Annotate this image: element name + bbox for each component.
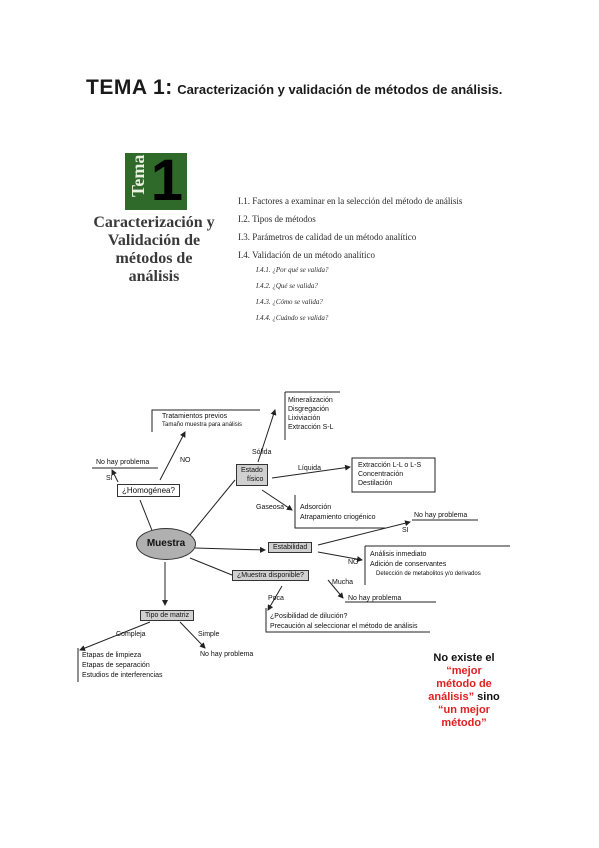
liquid-list-frame xyxy=(351,457,436,493)
gas-item: Atrapamiento criogénico xyxy=(300,514,376,521)
muestra-node: Muestra xyxy=(136,528,196,560)
estado-fisico-box: Estado físico xyxy=(236,464,269,486)
muestra-to-disponible xyxy=(189,557,233,576)
callout-note: No existe el “mejor método de análisis” … xyxy=(418,652,510,730)
muestra-to-estabilidad xyxy=(194,546,266,553)
estado-fisico-line: Estado xyxy=(241,467,263,474)
sample-flow-diagram: Tratamientos previos Tamaño muestra para… xyxy=(0,370,599,750)
toc-item: I.3. Parámetros de calidad de un método … xyxy=(238,232,417,242)
poca-list-bracket xyxy=(265,608,430,633)
poca-item: Precaución al seleccionar el método de a… xyxy=(270,623,418,630)
note-line: método de xyxy=(436,678,492,690)
page-title: TEMA 1: Caracterización y validación de … xyxy=(86,76,502,100)
compleja-label: Compleja xyxy=(116,631,146,638)
toc-subitem: I.4.4. ¿Cuándo se valida? xyxy=(256,314,329,322)
tratamientos-line: Tratamientos previos xyxy=(162,413,228,420)
compleja-item: Etapas de limpieza xyxy=(82,652,142,659)
homogenea-no-arrow xyxy=(159,431,186,481)
homogenea-si-arrow xyxy=(111,469,119,483)
liquid-item: Destilación xyxy=(358,480,393,487)
gas-item: Adsorción xyxy=(300,504,332,511)
no-hay-problema-label: No hay problema xyxy=(348,595,402,602)
compleja-item: Estudios de interferencias xyxy=(82,672,163,679)
title-prefix: TEMA 1: xyxy=(86,76,173,99)
toc-item: I.2. Tipos de métodos xyxy=(238,214,316,224)
estab-no-item: Detección de metabolitos y/o derivados xyxy=(376,571,481,577)
homogenea-box: ¿Homogénea? xyxy=(117,484,180,497)
chapter-heading: Caracterización y Validación de métodos … xyxy=(82,214,226,286)
tratamientos-bracket xyxy=(151,409,260,432)
compleja-item: Etapas de separación xyxy=(82,662,150,669)
note-line: No existe el xyxy=(433,652,495,664)
gaseosa-label: Gaseosa xyxy=(256,504,285,511)
si-label: SI xyxy=(106,475,113,482)
no-label: NO xyxy=(348,559,359,566)
disponible-mucha-arrow xyxy=(327,579,344,599)
si-label: SI xyxy=(402,527,409,534)
no-hay-problema-label: No hay problema xyxy=(200,651,254,658)
note-fragment: análisis” xyxy=(428,691,475,703)
note-line: “un mejor xyxy=(438,704,490,716)
liquida-label: Líquida xyxy=(298,465,321,472)
toc-subitem: I.4.1. ¿Por qué se valida? xyxy=(256,266,329,274)
note-line: método” xyxy=(441,717,487,729)
estab-no-item: Análisis inmediato xyxy=(370,551,427,558)
toc-item: I.1. Factores a examinar en la selección… xyxy=(238,196,463,206)
poca-label: Poca xyxy=(268,595,284,602)
simple-label: Simple xyxy=(198,631,220,638)
estab-no-item: Adición de conservantes xyxy=(370,561,447,568)
chapter-heading-line: Caracterización y xyxy=(93,214,215,231)
title-text: Caracterización y validación de métodos … xyxy=(177,82,503,97)
gas-list-bracket xyxy=(294,495,385,529)
solid-item: Disgregación xyxy=(288,406,329,413)
estado-gaseosa-arrow xyxy=(261,489,293,511)
chapter-heading-line: métodos de xyxy=(115,250,193,267)
note-line: “mejor xyxy=(446,665,482,677)
solid-item: Lixiviación xyxy=(288,415,321,422)
table-of-contents: I.1. Factores a examinar en la selección… xyxy=(238,194,462,330)
estado-liquida-arrow xyxy=(271,464,351,479)
tratamientos-line: Tamaño muestra para análisis xyxy=(162,422,243,428)
matriz-compleja-arrow xyxy=(79,621,151,651)
note-fragment: sino xyxy=(474,691,500,703)
estado-fisico-line: físico xyxy=(247,476,264,483)
poca-item: ¿Posibilidad de dilución? xyxy=(270,613,348,620)
mucha-label: Mucha xyxy=(332,579,354,586)
diagram-connectors xyxy=(77,391,510,682)
solida-label: Sólida xyxy=(252,449,272,456)
liquid-item: Extracción L-L o L-S xyxy=(358,462,422,469)
chapter-heading-line: análisis xyxy=(128,268,180,285)
solid-item: Mineralización xyxy=(288,397,333,404)
estabilidad-no-arrow xyxy=(317,551,363,563)
estabilidad-si-arrow xyxy=(317,520,411,546)
muestra-to-estado xyxy=(189,479,236,536)
tipo-matriz-box: Tipo de matriz xyxy=(140,610,195,621)
muestra-disponible-box: ¿Muestra disponible? xyxy=(232,570,309,581)
chapter-badge: Tema 1 xyxy=(125,148,187,213)
estabilidad-box: Estabilidad xyxy=(268,542,313,553)
badge-number: 1 xyxy=(150,148,183,213)
matriz-simple-arrow xyxy=(179,621,206,649)
no-hay-problema-label: No hay problema xyxy=(96,459,150,466)
chapter-heading-line: Validación de xyxy=(107,232,201,249)
disponible-poca-arrow xyxy=(267,585,283,611)
badge-word: Tema xyxy=(128,154,148,197)
solid-item: Extracción S-L xyxy=(288,424,334,431)
no-label: NO xyxy=(180,457,191,464)
note-line: análisis” sino xyxy=(418,691,510,704)
liquid-item: Concentración xyxy=(358,471,404,478)
toc-item: I.4. Validación de un método analítico xyxy=(238,250,376,260)
toc-subitem: I.4.3. ¿Cómo se valida? xyxy=(256,298,323,306)
estado-solida-arrow xyxy=(257,409,277,463)
toc-subitem: I.4.2. ¿Qué se valida? xyxy=(256,282,318,290)
no-hay-problema-label: No hay problema xyxy=(414,512,468,519)
